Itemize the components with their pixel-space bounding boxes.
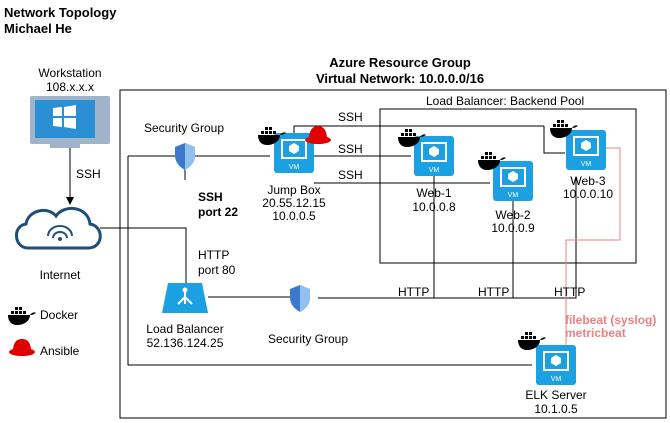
ssh-label-web1: SSH xyxy=(338,142,363,156)
connection-lines xyxy=(69,125,577,366)
workstation-ip: 108.x.x.x xyxy=(45,80,95,94)
ssh-label-web3: SSH xyxy=(338,110,363,124)
ssh-port-number: port 22 xyxy=(198,205,239,219)
virtual-network-title: Virtual Network: 10.0.0.0/16 xyxy=(315,71,485,86)
web2-ip: 10.0.0.9 xyxy=(491,221,535,235)
legend-docker-icon xyxy=(8,307,36,325)
diagram-title: Network Topology xyxy=(4,5,117,20)
jump-box-public-ip: 20.55.12.15 xyxy=(262,196,326,210)
web2-vm-icon xyxy=(492,160,534,202)
legend-ansible-label: Ansible xyxy=(40,344,80,358)
beats-line xyxy=(565,147,621,352)
web1-ip: 10.0.0.8 xyxy=(412,200,456,214)
web3-ip: 10.0.0.10 xyxy=(562,187,614,201)
workstation-label: Workstation xyxy=(38,66,102,80)
backend-pool-label: Load Balancer: Backend Pool xyxy=(426,94,585,108)
legend-ansible-icon xyxy=(9,339,35,356)
load-balancer-icon xyxy=(162,283,208,313)
load-balancer-name: Load Balancer xyxy=(146,322,224,336)
http-port-number: port 80 xyxy=(198,263,236,277)
web3-vm-icon xyxy=(565,129,607,171)
internet-label: Internet xyxy=(39,268,81,282)
ansible-icon xyxy=(305,126,331,144)
resource-group-title: Azure Resource Group xyxy=(329,55,471,70)
http-label-web1: HTTP xyxy=(398,285,430,299)
security-group-bottom-icon xyxy=(290,285,310,312)
ssh-label-workstation: SSH xyxy=(76,167,101,181)
web1-vm-icon xyxy=(413,135,455,177)
http-label-web2: HTTP xyxy=(478,285,510,299)
workstation-icon xyxy=(30,96,110,148)
web3-name: Web-3 xyxy=(570,174,606,188)
security-group-top-icon xyxy=(175,143,195,170)
elk-server-name: ELK Server xyxy=(525,388,587,402)
filebeat-label: filebeat (syslog) xyxy=(565,313,657,327)
elk-server-ip: 10.1.0.5 xyxy=(534,402,578,416)
backend-pool-box xyxy=(379,108,637,264)
ssh-port-label: SSH xyxy=(198,190,223,204)
http-port-label: HTTP xyxy=(198,248,230,262)
jump-box-name: Jump Box xyxy=(267,183,321,197)
internet-icon xyxy=(15,207,102,250)
diagram-author: Michael He xyxy=(4,21,72,36)
web2-name: Web-2 xyxy=(495,208,531,222)
elk-vm-icon xyxy=(535,344,577,386)
security-group-top-label: Security Group xyxy=(144,121,225,135)
security-group-bottom-label: Security Group xyxy=(268,332,349,346)
web1-name: Web-1 xyxy=(416,186,452,200)
jump-box-private-ip: 10.0.0.5 xyxy=(272,209,316,223)
resource-group-box xyxy=(119,89,667,419)
http-label-web3: HTTP xyxy=(554,285,586,299)
legend-docker-label: Docker xyxy=(40,308,79,322)
load-balancer-ip: 52.136.124.25 xyxy=(146,336,224,350)
metricbeat-label: metricbeat xyxy=(565,326,626,340)
ssh-label-web2: SSH xyxy=(338,168,363,182)
